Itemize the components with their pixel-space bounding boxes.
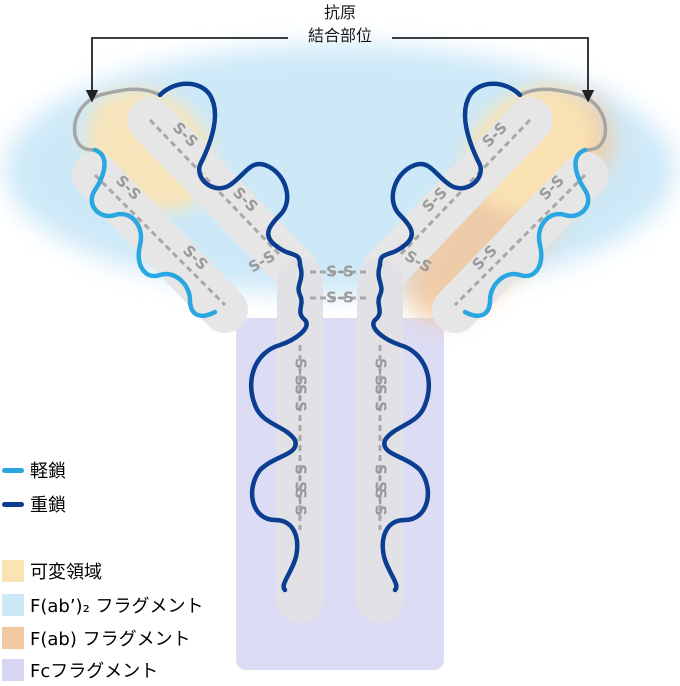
legend-variable-region-label: 可変領域 <box>30 562 102 583</box>
fc-region <box>236 318 444 670</box>
tip-connectors <box>72 87 608 152</box>
disulfide-bond-label: S-S <box>372 384 390 412</box>
legend-heavy-chain-swatch <box>2 501 24 507</box>
legend-light-chain-label: 軽鎖 <box>30 461 66 482</box>
antigen-binding-title-line2: 結合部位 <box>307 26 372 45</box>
disulfide-bond-label: S-S <box>326 263 354 281</box>
disulfide-bond-label: S-S <box>292 358 310 386</box>
legend-fab2-fragment: F(ab’)₂ フラグメント <box>2 591 204 619</box>
legend-fab-fragment: F(ab) フラグメント <box>2 624 191 652</box>
light-chains <box>89 147 591 318</box>
disulfide-bond-label: S-S <box>292 464 310 492</box>
legend-fc-fragment: Fcフラグメント <box>2 656 158 684</box>
antigen-binding-bracket <box>85 37 595 103</box>
disulfide-bond-label: S-S <box>372 488 390 516</box>
disulfide-bond-label: S-S <box>372 358 390 386</box>
legend-light-chain-swatch <box>2 467 24 473</box>
antigen-binding-title-line1: 抗原 <box>323 3 356 22</box>
disulfide-bond-label: S-S <box>292 384 310 412</box>
legend-fab2-fragment-label: F(ab’)₂ フラグメント <box>30 596 204 617</box>
legend-heavy-chain-label: 重鎖 <box>30 495 66 516</box>
legend-variable-region: 可変領域 <box>2 557 102 585</box>
heavy-chains <box>157 81 523 593</box>
legend-light-chain: 軽鎖 <box>2 456 66 484</box>
disulfide-bond-label: S-S <box>372 464 390 492</box>
disulfide-bond-label: S-S <box>292 488 310 516</box>
legend-fc-fragment-swatch <box>2 659 24 681</box>
legend-heavy-chain: 重鎖 <box>2 490 66 518</box>
legend-fab2-fragment-swatch <box>2 594 24 616</box>
legend-fab-fragment-label: F(ab) フラグメント <box>30 629 191 650</box>
disulfide-bond-label: S-S <box>326 289 354 307</box>
legend-fab-fragment-swatch <box>2 627 24 649</box>
legend-variable-region-swatch <box>2 560 24 582</box>
legend-fc-fragment-label: Fcフラグメント <box>30 661 159 682</box>
